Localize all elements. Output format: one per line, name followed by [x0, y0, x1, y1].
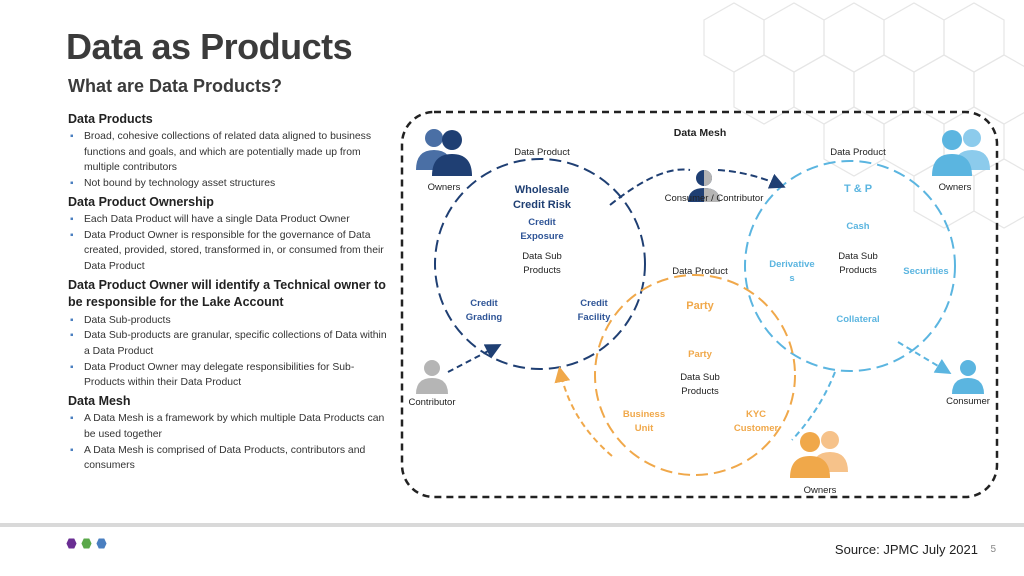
- section-heading-technical-owner: Data Product Owner will identify a Techn…: [68, 277, 386, 309]
- bullet-list-data-products: ▪Broad, cohesive collections of related …: [68, 129, 388, 192]
- text-column: Data Products ▪Broad, cohesive collectio…: [68, 109, 388, 474]
- contributor-icon: [416, 360, 448, 394]
- bullet-item: ▪Data Product Owner is responsible for t…: [70, 229, 384, 272]
- consumer-icon: [952, 360, 984, 394]
- tp-title: T & P: [844, 183, 872, 195]
- tp-securities: Securities: [903, 266, 948, 277]
- bullet-list-ownership: ▪Each Data Product will have a single Da…: [68, 212, 388, 275]
- slide-title: Data as Products: [66, 26, 353, 67]
- tp-sub-products-line1: Data Sub: [838, 251, 878, 262]
- arrow-consumer: [897, 341, 952, 375]
- tp-sub-products-line2: Products: [839, 265, 877, 276]
- contributor-label: Contributor: [409, 397, 456, 408]
- party-business-unit-line2: Unit: [635, 423, 654, 434]
- party-sub: Party: [688, 349, 712, 360]
- credit-grading-line2: Grading: [466, 312, 503, 323]
- tp-derivatives-line1: Derivative: [769, 259, 814, 270]
- wholesale-credit-risk-circle: [434, 158, 646, 370]
- consumer-contributor-label: Consumer / Contributor: [665, 193, 764, 204]
- bullet-item: ▪Data Sub-products are granular, specifi…: [70, 330, 387, 358]
- party-title: Party: [686, 300, 714, 312]
- bullet-item: ▪Not bound by technology asset structure…: [70, 178, 276, 190]
- bullet-item: ▪Each Data Product will have a single Da…: [70, 213, 350, 225]
- owners-icon-blue: [932, 129, 990, 176]
- data-product-label-wholesale: Data Product: [514, 147, 570, 158]
- wholesale-sub-products-line1: Data Sub: [522, 251, 562, 262]
- party-kyc-line2: Customer: [734, 423, 779, 434]
- party-sub-products-line2: Products: [681, 386, 719, 397]
- section-heading-ownership: Data Product Ownership: [68, 194, 214, 209]
- bullet-list-data-mesh: ▪A Data Mesh is a framework by which mul…: [68, 411, 388, 474]
- tp-cash: Cash: [846, 221, 869, 232]
- section-heading-data-mesh: Data Mesh: [68, 394, 131, 409]
- brand-dots: [66, 538, 107, 549]
- credit-exposure-line2: Exposure: [520, 231, 563, 242]
- data-product-label-tp: Data Product: [830, 147, 886, 158]
- party-circle: [594, 274, 796, 476]
- party-sub-products-line1: Data Sub: [680, 372, 720, 383]
- slide-subtitle: What are Data Products?: [68, 76, 283, 96]
- hex-dot-blue: [96, 538, 107, 549]
- bullet-item: ▪A Data Mesh is a framework by which mul…: [70, 413, 385, 440]
- footer-divider: [0, 523, 1024, 527]
- owners-icon-navy: [416, 129, 472, 176]
- owners-label-right: Owners: [939, 182, 972, 193]
- bullet-item: ▪Data Sub-products: [70, 314, 171, 326]
- wholesale-title-line1: Wholesale: [515, 184, 569, 196]
- data-mesh-label: Data Mesh: [674, 127, 727, 139]
- bullet-item: ▪Data Product Owner may delegate respons…: [70, 361, 355, 389]
- data-mesh-diagram: Data Mesh Owners Owners: [400, 110, 999, 499]
- tp-derivatives-line2: s: [789, 273, 794, 284]
- bullet-item: ▪Broad, cohesive collections of related …: [70, 131, 372, 174]
- credit-facility-line1: Credit: [580, 298, 608, 309]
- party-business-unit-line1: Business: [623, 409, 665, 420]
- consumer-label: Consumer: [946, 396, 990, 407]
- tp-circle: [744, 160, 956, 372]
- party-kyc-line1: KYC: [746, 409, 766, 420]
- owners-label-bottom: Owners: [804, 485, 837, 496]
- credit-facility-line2: Facility: [578, 312, 611, 323]
- source-citation: Source: JPMC July 2021: [834, 542, 978, 557]
- consumer-contributor-icon: [688, 170, 720, 202]
- credit-grading-line1: Credit: [470, 298, 498, 309]
- data-mesh-boundary: [400, 110, 999, 499]
- page-number: 5: [990, 544, 996, 555]
- hex-dot-green: [81, 538, 92, 549]
- arrow-contributor: [447, 344, 502, 373]
- data-product-label-party: Data Product: [672, 266, 728, 277]
- arrow-party-to-wholesale: [554, 366, 613, 457]
- owners-icon-orange: [790, 431, 848, 478]
- arrow-tp-to-party: [791, 371, 836, 441]
- bullet-item: ▪A Data Mesh is comprised of Data Produc…: [70, 444, 366, 472]
- arrow-to-tp: [717, 169, 786, 189]
- section-heading-data-products: Data Products: [68, 112, 153, 126]
- hex-dot-purple: [66, 538, 77, 549]
- owners-label-left: Owners: [428, 182, 461, 193]
- credit-exposure-line1: Credit: [528, 217, 556, 228]
- wholesale-title-line2: Credit Risk: [513, 199, 572, 211]
- wholesale-sub-products-line2: Products: [523, 265, 561, 276]
- bullet-list-sub-products: ▪Data Sub-products ▪Data Sub-products ar…: [68, 313, 388, 392]
- arrow-wholesale-to-tp: [609, 168, 691, 206]
- tp-collateral: Collateral: [836, 314, 879, 325]
